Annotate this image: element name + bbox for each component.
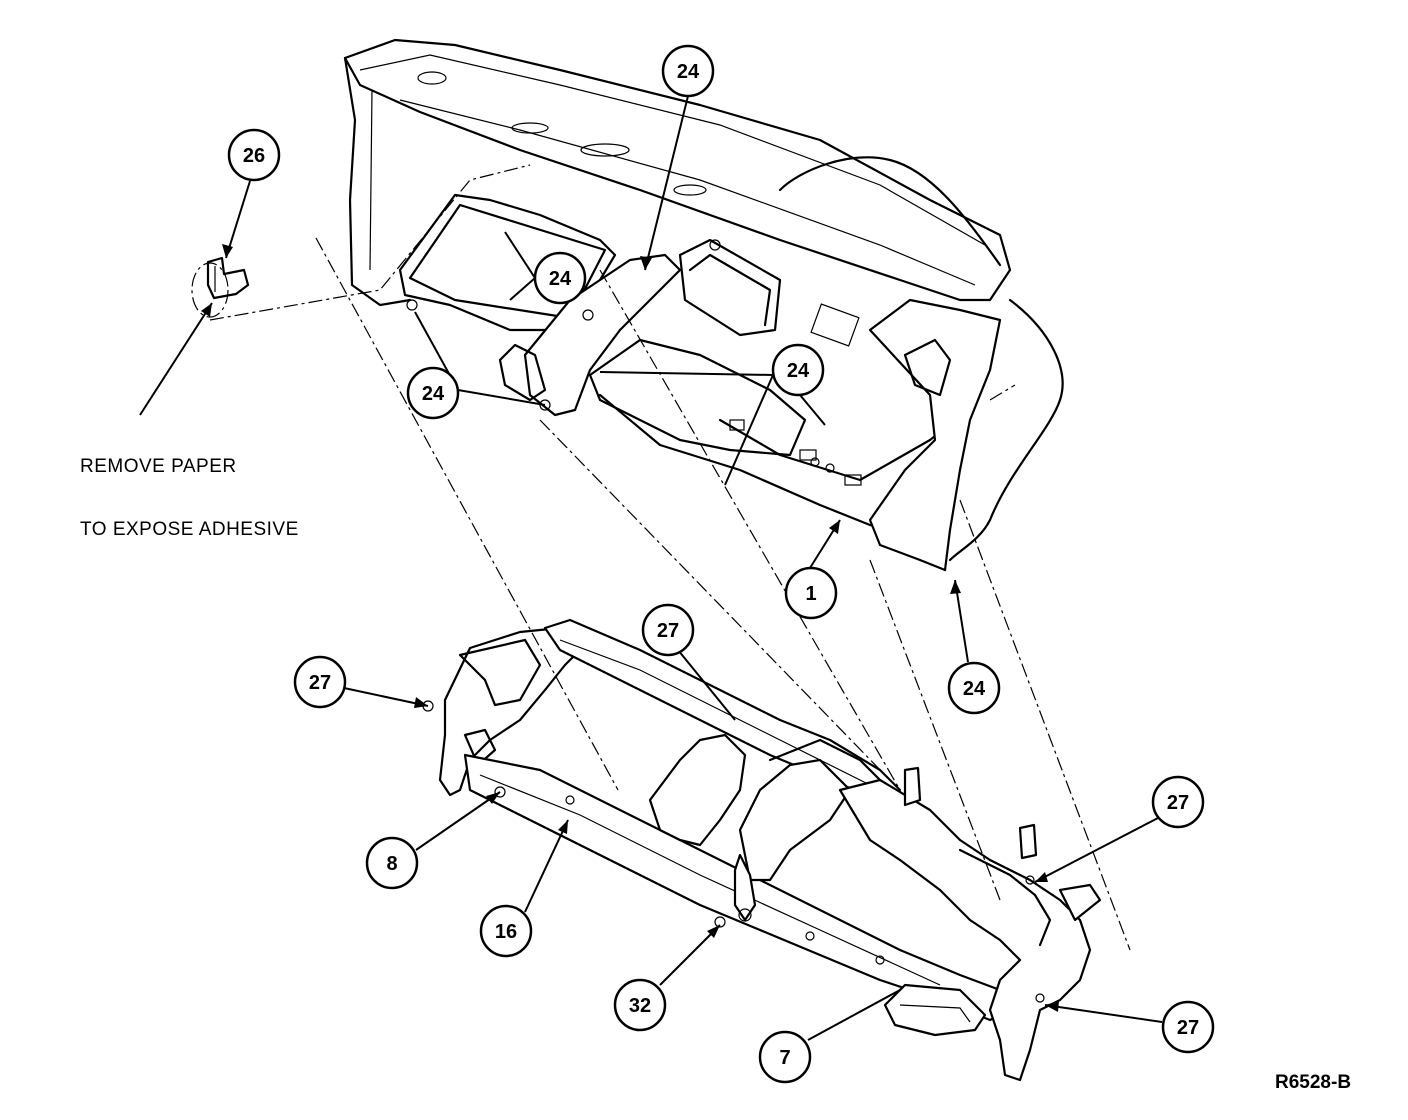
callout-circle <box>227 128 281 182</box>
callout-24: 24 <box>406 366 460 420</box>
callout-16: 16 <box>479 904 533 958</box>
callout-24: 24 <box>661 44 715 98</box>
callout-circle <box>365 836 419 890</box>
callout-27: 27 <box>641 603 695 657</box>
callout-1: 1 <box>784 566 838 620</box>
leader-lines <box>139 95 1163 1041</box>
callout-26: 26 <box>227 128 281 182</box>
callout-27: 27 <box>293 655 347 709</box>
callout-label: 24 <box>963 678 986 700</box>
callout-circle <box>947 661 1001 715</box>
instrument-panel-drawing <box>343 38 1064 572</box>
callout-label: 24 <box>422 383 445 405</box>
callout-label: 27 <box>657 620 679 642</box>
callout-27: 27 <box>1161 1000 1215 1054</box>
callout-label: 8 <box>386 853 397 875</box>
figure-id: R6528-B <box>1275 1072 1352 1093</box>
callout-group: 24 26 24 24 24 1 24 27 27 27 8 16 32 7 27 <box>227 44 1215 1084</box>
callout-label: 27 <box>309 672 331 694</box>
callout-label: 26 <box>243 145 265 167</box>
callout-circle <box>479 904 533 958</box>
callout-32: 32 <box>613 978 667 1032</box>
callout-circle <box>784 566 838 620</box>
callout-24: 24 <box>771 343 825 397</box>
note-line-1: REMOVE PAPER <box>80 456 237 477</box>
callout-label: 27 <box>1167 792 1189 814</box>
callout-27: 27 <box>1151 775 1205 829</box>
callout-circle <box>533 251 587 305</box>
callout-circle <box>771 343 825 397</box>
callout-circle <box>1151 775 1205 829</box>
adhesive-pad-part <box>191 256 250 318</box>
instruction-note: REMOVE PAPER TO EXPOSE ADHESIVE <box>80 414 299 561</box>
callout-circle <box>1161 1000 1215 1054</box>
callout-label: 24 <box>787 360 810 382</box>
callout-label: 27 <box>1177 1017 1199 1039</box>
callout-label: 7 <box>779 1047 790 1069</box>
callout-circle <box>661 44 715 98</box>
callout-circle <box>758 1030 812 1084</box>
callout-label: 32 <box>629 995 651 1017</box>
callout-circle <box>406 366 460 420</box>
cross-car-beam-drawing <box>422 618 1102 1082</box>
callout-8: 8 <box>365 836 419 890</box>
callout-label: 24 <box>549 268 572 290</box>
callout-7: 7 <box>758 1030 812 1084</box>
alignment-lines <box>209 164 1131 951</box>
callout-circle <box>613 978 667 1032</box>
callout-label: 16 <box>495 921 517 943</box>
callout-circle <box>641 603 695 657</box>
callout-circle <box>293 655 347 709</box>
callout-label: 24 <box>677 61 700 83</box>
callout-24: 24 <box>947 661 1001 715</box>
callout-label: 1 <box>805 583 816 605</box>
note-line-2: TO EXPOSE ADHESIVE <box>80 519 299 540</box>
callout-24: 24 <box>533 251 587 305</box>
